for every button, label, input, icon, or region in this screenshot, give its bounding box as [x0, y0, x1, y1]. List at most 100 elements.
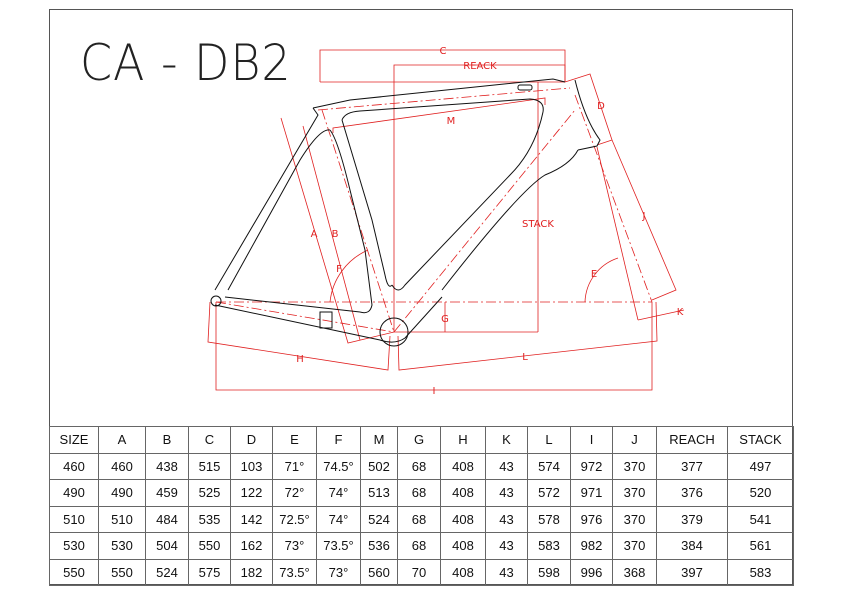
- table-cell: 510: [98, 505, 146, 533]
- label-i: I: [433, 386, 436, 397]
- label-a: A: [311, 229, 318, 240]
- label-g: G: [441, 314, 449, 325]
- rear-dropout: [210, 295, 222, 307]
- label-e: E: [591, 269, 597, 280]
- label-c: C: [440, 46, 447, 57]
- dim-i: [215, 302, 653, 391]
- table-cell: 43: [485, 558, 528, 586]
- top-tube-axis: [317, 87, 571, 111]
- label-k: K: [677, 307, 684, 318]
- table-cell: 74°: [316, 505, 361, 533]
- table-cell: 490: [98, 479, 146, 507]
- column-header: H: [440, 426, 486, 454]
- seat-stay-inner: [227, 129, 331, 291]
- table-cell: 103: [230, 452, 273, 480]
- column-header: C: [188, 426, 231, 454]
- table-cell: 73.5°: [272, 558, 317, 586]
- angle-e-arc: [584, 257, 619, 303]
- column-header: K: [485, 426, 528, 454]
- table-cell: 408: [440, 452, 486, 480]
- table-cell: 583: [727, 558, 794, 586]
- table-cell: 583: [527, 532, 571, 560]
- column-header: STACK: [727, 426, 794, 454]
- dimension-lines: [207, 49, 685, 391]
- column-header: REACH: [656, 426, 728, 454]
- column-header: F: [316, 426, 361, 454]
- table-cell: 525: [188, 479, 231, 507]
- table-cell: 68: [397, 532, 441, 560]
- table-cell: 536: [360, 532, 398, 560]
- table-cell: 73°: [316, 558, 361, 586]
- table-cell: 408: [440, 558, 486, 586]
- down-tube-bottom: [391, 111, 544, 291]
- column-header: E: [272, 426, 317, 454]
- table-cell: 550: [49, 558, 99, 586]
- table-cell: 561: [727, 532, 794, 560]
- column-header: D: [230, 426, 273, 454]
- table-cell: 370: [612, 452, 657, 480]
- column-header: M: [360, 426, 398, 454]
- table-cell: 574: [527, 452, 571, 480]
- table-cell: 397: [656, 558, 728, 586]
- table-cell: 598: [527, 558, 571, 586]
- table-cell: 384: [656, 532, 728, 560]
- table-cell: 459: [145, 479, 189, 507]
- label-l: L: [522, 352, 528, 363]
- table-cell: 182: [230, 558, 273, 586]
- dim-m: [332, 97, 546, 133]
- dim-j: [611, 139, 677, 301]
- table-cell: 484: [145, 505, 189, 533]
- dimension-labels: C REACK M D STACK A B F E J K G H L I: [296, 46, 683, 397]
- fork-axis: [574, 94, 653, 303]
- table-cell: 490: [49, 479, 99, 507]
- top-tube: [312, 78, 566, 109]
- table-cell: 502: [360, 452, 398, 480]
- dim-l: [397, 301, 658, 371]
- table-cell: 578: [527, 505, 571, 533]
- table-cell: 460: [98, 452, 146, 480]
- column-header: A: [98, 426, 146, 454]
- table-cell: 515: [188, 452, 231, 480]
- table-cell: 520: [727, 479, 794, 507]
- table-cell: 43: [485, 532, 528, 560]
- table-cell: 370: [612, 532, 657, 560]
- table-cell: 376: [656, 479, 728, 507]
- table-cell: 535: [188, 505, 231, 533]
- dim-h: [207, 301, 391, 371]
- table-cell: 370: [612, 505, 657, 533]
- table-cell: 530: [98, 532, 146, 560]
- chainstay-lower: [214, 296, 443, 343]
- column-header: G: [397, 426, 441, 454]
- table-cell: 408: [440, 479, 486, 507]
- seat-stay: [214, 107, 319, 291]
- table-cell: 122: [230, 479, 273, 507]
- table-cell: 550: [188, 532, 231, 560]
- table-cell: 72°: [272, 479, 317, 507]
- table-cell: 370: [612, 479, 657, 507]
- label-j: J: [642, 211, 646, 222]
- table-cell: 460: [49, 452, 99, 480]
- table-cell: 497: [727, 452, 794, 480]
- frame-geometry-drawing: C REACK M D STACK A B F E J K G H L I: [207, 46, 685, 397]
- column-header: B: [145, 426, 189, 454]
- label-b: B: [332, 229, 339, 240]
- table-cell: 971: [570, 479, 613, 507]
- label-stack: STACK: [522, 219, 554, 230]
- column-header: SIZE: [49, 426, 99, 454]
- table-cell: 575: [188, 558, 231, 586]
- table-cell: 70: [397, 558, 441, 586]
- table-cell: 504: [145, 532, 189, 560]
- dim-d: [564, 73, 613, 146]
- table-cell: 379: [656, 505, 728, 533]
- table-cell: 68: [397, 452, 441, 480]
- table-cell: 408: [440, 505, 486, 533]
- seat-tube-front: [341, 119, 393, 287]
- table-cell: 541: [727, 505, 794, 533]
- top-tube-inner: [341, 98, 544, 121]
- table-cell: 43: [485, 505, 528, 533]
